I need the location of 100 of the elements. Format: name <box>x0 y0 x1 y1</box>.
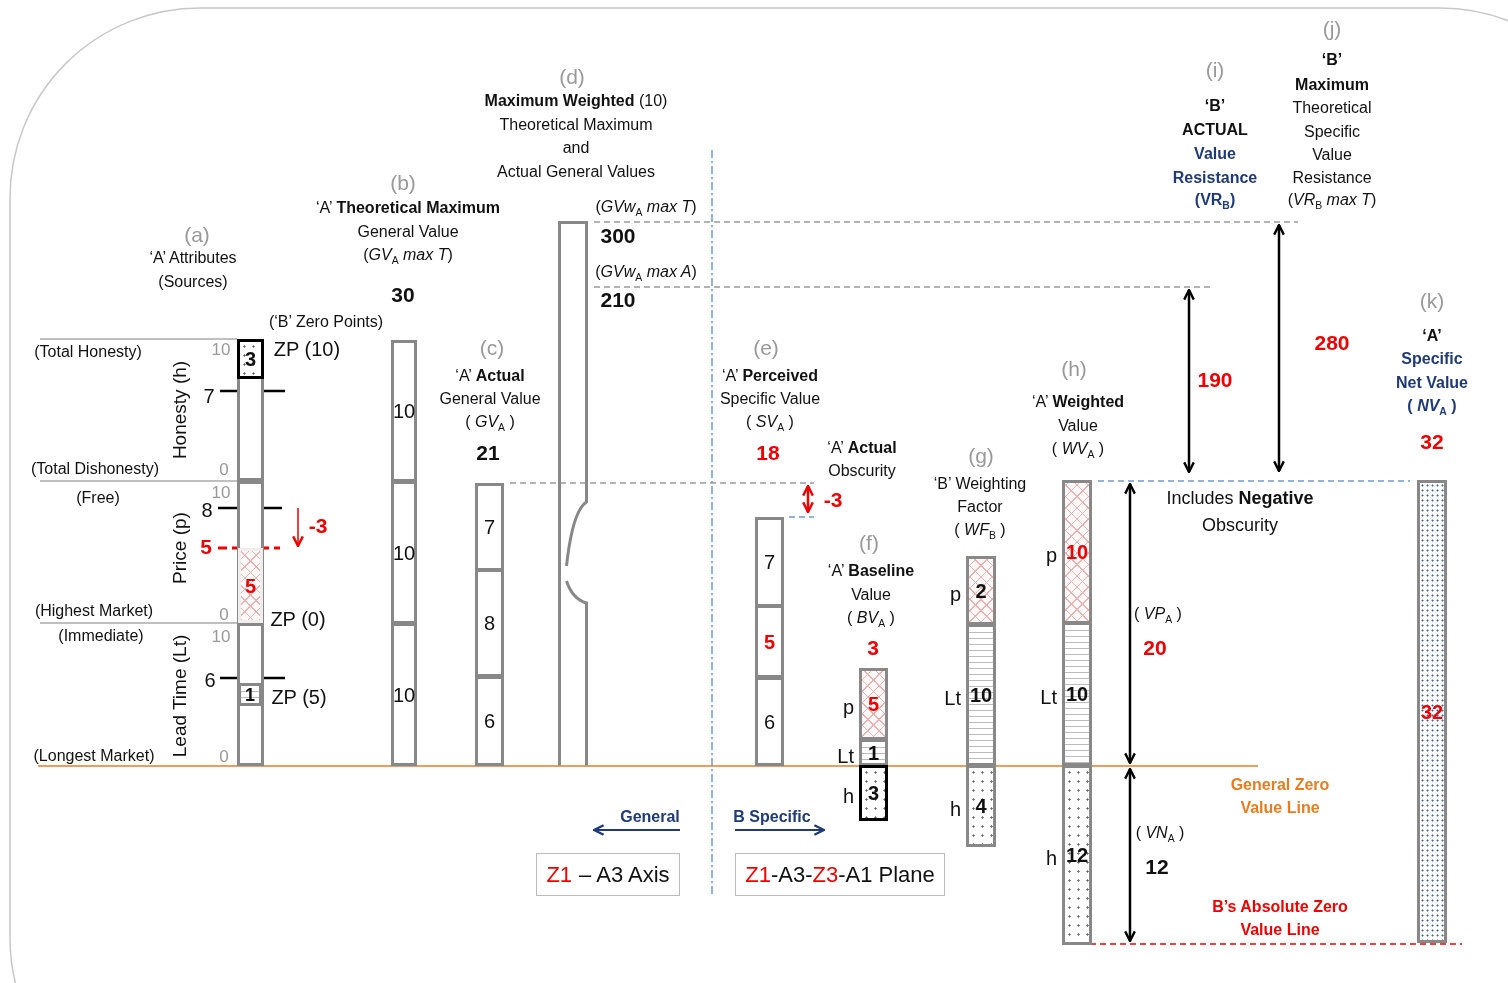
text-label: ACTUAL <box>1182 120 1248 140</box>
segment-value: 5 <box>244 575 257 596</box>
panel-letter: (d) <box>559 64 585 90</box>
text-label: Maximum Weighted (10) <box>484 91 668 111</box>
panel-letter: (i) <box>1205 57 1225 83</box>
segment-value: 10 <box>969 685 993 705</box>
text-label: ‘A’ <box>1422 326 1442 346</box>
text-label: ‘B’ Weighting <box>933 474 1027 494</box>
axis-label-box <box>735 853 945 896</box>
text-label: and <box>562 138 590 158</box>
value-label: 18 <box>756 440 780 466</box>
value-label: 20 <box>1143 635 1167 661</box>
bar-segment <box>755 677 784 766</box>
text-label: ‘A’ Actual <box>455 366 525 386</box>
text-label: Resistance <box>1292 168 1372 188</box>
segment-value: 10 <box>392 542 416 563</box>
text-label: (Total Dishonesty) <box>31 459 159 479</box>
value-label: 3 <box>867 635 879 661</box>
text-label: ‘A’ Weighted <box>1031 392 1125 412</box>
text-label: Actual General Values <box>497 162 655 182</box>
text-label: Theoretical Maximum <box>499 115 653 135</box>
value-label: 190 <box>1197 367 1233 393</box>
segment-value: 8 <box>483 613 496 633</box>
label-text: – A3 Axis <box>579 861 670 888</box>
scale-number: 10 <box>211 339 231 361</box>
text-label: ( VN$_{A}$ ) <box>1135 822 1185 846</box>
line-label: General Zero Value Line <box>1229 774 1331 818</box>
panel-letter: (g) <box>968 443 994 469</box>
segment-value: 7 <box>763 552 776 572</box>
text-label: General Value <box>439 389 541 409</box>
text-label: (‘B’ Zero Points) <box>268 312 384 332</box>
axis-title: Honesty (h) <box>168 360 191 460</box>
bar-segment <box>237 623 264 766</box>
scale-label: 8 <box>201 498 213 522</box>
scale-label: 7 <box>203 384 215 408</box>
value-label: -3 <box>823 487 843 513</box>
label-text: Z1 <box>546 861 573 888</box>
text-label: Resistance <box>1172 168 1258 188</box>
segment-label: h <box>949 799 961 819</box>
text-label: ‘A’ Theoretical Maximum <box>315 198 501 218</box>
segment-value: 32 <box>1420 701 1444 722</box>
scale-label: ZP (10) <box>273 337 341 361</box>
text-label: General <box>620 807 680 827</box>
panel-letter: (j) <box>1322 16 1342 42</box>
value-label: 210 <box>600 287 636 313</box>
text-label: ‘A’ Perceived <box>721 366 819 386</box>
segment-label: p <box>949 583 961 604</box>
text-label: ( NV$_{A}$ ) <box>1407 395 1457 419</box>
bar-segment <box>238 548 263 623</box>
segment-value: 10 <box>1065 542 1089 562</box>
text-label: Value <box>851 585 891 605</box>
value-label: 5 <box>200 534 212 560</box>
label-text: -A3- <box>770 861 813 888</box>
bar-segment <box>391 481 417 624</box>
value-label: -3 <box>308 513 328 539</box>
text-label: ( BV$_{A}$ ) <box>847 607 895 631</box>
bar-segment <box>755 605 784 678</box>
text-label: ‘A’ Baseline <box>827 561 915 581</box>
segment-value: 6 <box>483 711 496 731</box>
label-text: -A1 Plane <box>838 861 935 888</box>
bar-segment <box>475 483 504 571</box>
bar-segment <box>1417 480 1447 943</box>
text-label: ‘A’ Actual <box>827 438 897 458</box>
text-label: Factor <box>957 497 1003 517</box>
text-label: (Total Honesty) <box>34 342 142 362</box>
scale-label: ZP (5) <box>271 685 327 709</box>
text-label: (Free) <box>76 488 120 508</box>
text-label: ( GV$_{A}$ ) <box>465 411 515 435</box>
segment-value: 3 <box>244 349 257 369</box>
segment-value: 10 <box>392 684 416 705</box>
value-label: 32 <box>1420 429 1444 455</box>
segment-label: h <box>1045 848 1057 868</box>
segment-label: h <box>842 786 854 806</box>
text-label: ( VP$_{A}$ ) <box>1134 603 1182 627</box>
panel-letter: (e) <box>753 335 779 361</box>
text-label: (GV$_{A}$ max T) <box>363 244 453 268</box>
segment-value: 1 <box>867 742 880 763</box>
bar-segment <box>237 339 264 379</box>
panel-letter: (k) <box>1419 288 1445 314</box>
scale-number: 10 <box>211 626 231 648</box>
segment-label: p <box>1045 545 1057 565</box>
scale-label: 6 <box>204 668 216 692</box>
value-label: 280 <box>1314 330 1350 356</box>
scale-number: 0 <box>219 604 229 626</box>
text-label: Net Value <box>1396 373 1468 393</box>
axis-label-box <box>536 853 680 896</box>
text-label: Theoretical <box>1292 98 1372 118</box>
panel-letter: (a) <box>184 222 210 248</box>
broken-bar <box>558 221 588 766</box>
text-label: ( WV$_{A}$ ) <box>1051 438 1105 462</box>
segment-value: 5 <box>763 631 776 652</box>
panel-letter: (h) <box>1061 356 1087 382</box>
scale-number: 10 <box>211 482 231 503</box>
bar-segment <box>237 481 264 623</box>
text-label: Value <box>1312 145 1352 165</box>
value-label: 30 <box>391 282 415 308</box>
axis-title: Price (p) <box>168 512 191 584</box>
text-label: General Value <box>357 222 459 242</box>
bar-segment <box>755 517 784 607</box>
scale-label: ZP (0) <box>270 607 326 631</box>
